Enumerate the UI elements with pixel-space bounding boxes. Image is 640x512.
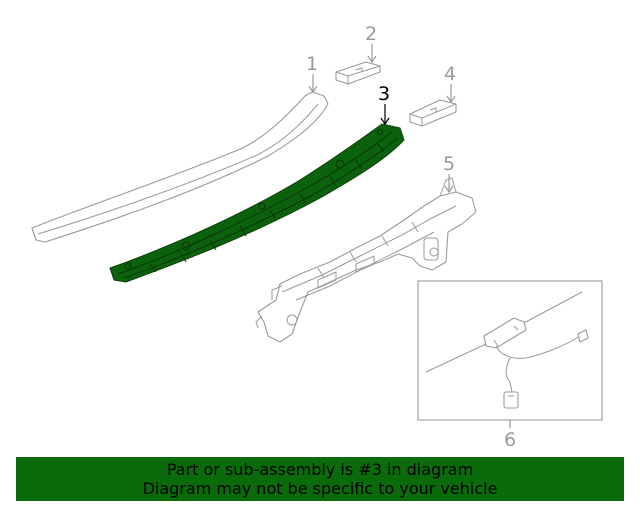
callout-6-label: 6 bbox=[504, 429, 516, 451]
part-4-pad[interactable] bbox=[409, 99, 457, 127]
callout-5: 5 bbox=[443, 153, 455, 194]
part-1-spoiler[interactable] bbox=[31, 91, 329, 243]
banner-line-1: Part or sub-assembly is #3 in diagram bbox=[166, 460, 474, 479]
part-2-pad[interactable] bbox=[335, 61, 381, 85]
callout-4: 4 bbox=[444, 63, 456, 104]
callout-3-label: 3 bbox=[378, 83, 390, 105]
callout-2: 2 bbox=[365, 23, 377, 64]
callout-4-label: 4 bbox=[444, 63, 456, 85]
callout-1: 1 bbox=[306, 53, 318, 94]
callout-6: 6 bbox=[504, 420, 516, 451]
info-banner: Part or sub-assembly is #3 in diagram Di… bbox=[16, 457, 624, 501]
callout-2-label: 2 bbox=[365, 23, 377, 45]
callout-3: 3 bbox=[378, 83, 390, 126]
part-6-inset[interactable] bbox=[417, 280, 603, 421]
parts-diagram: 1 2 3 4 5 6 bbox=[31, 23, 603, 451]
part-5-frame[interactable] bbox=[255, 177, 477, 343]
callout-5-label: 5 bbox=[443, 153, 455, 175]
callout-1-label: 1 bbox=[306, 53, 318, 75]
banner-line-2: Diagram may not be specific to your vehi… bbox=[142, 479, 498, 498]
part-3-bracket[interactable] bbox=[109, 123, 405, 283]
